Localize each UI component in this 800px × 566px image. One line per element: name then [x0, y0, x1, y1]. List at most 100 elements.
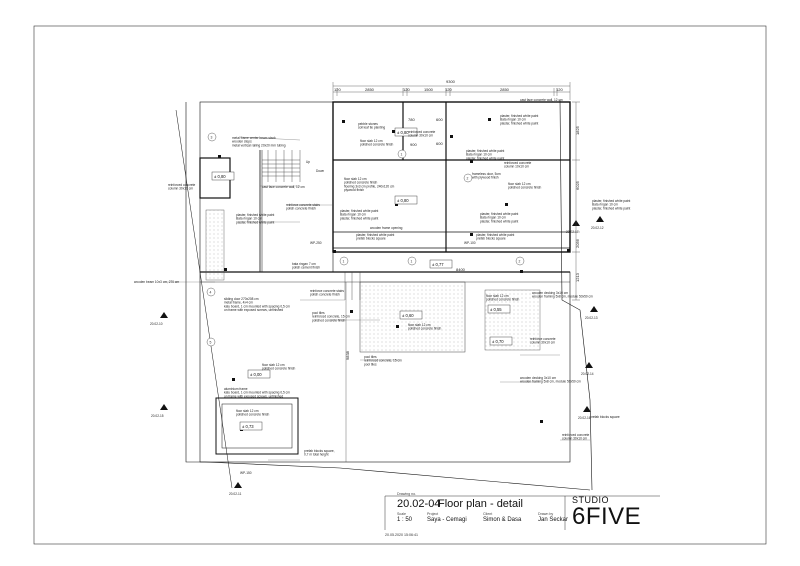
label-wp150: WP-150	[240, 471, 252, 475]
tb-client: Simon & Dasa	[483, 517, 522, 523]
dim-side-3: 1213	[575, 272, 580, 282]
tb-studio: STUDIO	[572, 495, 610, 505]
section-tags	[160, 216, 604, 488]
dimension-side	[345, 101, 580, 462]
grid-marker-0: 3	[211, 136, 213, 140]
dim-inner-3: 600	[436, 117, 443, 122]
tb-drawn-by: Jan Seckar	[538, 517, 569, 523]
label-prefab-right: prefab blocks square	[590, 415, 620, 419]
tb-project: Saya - Cemagi	[427, 517, 467, 523]
section-tag-0: 20.02-10	[150, 322, 163, 326]
section-tag-1: 20.02-11	[229, 492, 242, 496]
tb-client-label: Client	[483, 512, 493, 516]
tb-drawing-no: 20.02-04	[397, 498, 441, 510]
label-wooden-frame: wooden frame opening	[370, 226, 403, 230]
level-0: ± 0,80	[214, 174, 226, 179]
tb-scale-label: Scale	[397, 512, 406, 516]
level-7: ± 0,00	[250, 372, 262, 377]
dim-mid: 8400	[456, 267, 466, 272]
grid-marker-4: 1	[411, 260, 413, 264]
dim-top-5: 2850	[500, 87, 510, 92]
tb-scale: 1 : 50	[397, 517, 413, 523]
section-tag-5: 20.02-15	[151, 414, 164, 418]
tb-brand-logo: 6FIVE	[572, 503, 642, 530]
grid-marker-3: 1	[343, 260, 345, 264]
label-cast-face-mid: cast face concrete wall, 12 cm	[262, 185, 305, 189]
dim-inner-0: 780	[408, 117, 415, 122]
sheet-border	[33, 25, 767, 545]
label-wp250: WP-250	[310, 241, 322, 245]
label-down: Down	[316, 169, 324, 173]
tb-project-label: Project	[427, 512, 439, 516]
label-up: Up	[306, 160, 310, 164]
label-prefab: prefab blocks square,0,7 m total height	[304, 449, 335, 457]
section-tag-2: 20.02-12	[591, 226, 604, 230]
level-markers	[211, 127, 513, 431]
level-5: ± 0,55	[490, 307, 502, 312]
leader-lines	[165, 136, 590, 461]
level-2: ± 0,80	[397, 198, 409, 203]
title-block-frame	[384, 495, 660, 530]
section-tag-6: 20.02-16	[578, 416, 591, 420]
dim-inner-2: 900	[410, 142, 417, 147]
dim-overall: 9300	[446, 79, 456, 84]
label-wooden-beam: wooden beam 10x3 cm, 270 cm	[134, 280, 180, 284]
tb-drawing-no-label: Drawing no.	[397, 492, 417, 496]
level-8: ± 0,73	[242, 424, 254, 429]
level-1: ± 0,80	[397, 130, 409, 135]
dim-top-4: 120	[445, 87, 452, 92]
tb-title: Floor plan - detail	[438, 498, 523, 510]
dim-side-1: 6025	[575, 180, 580, 190]
dim-top-6: 120	[556, 87, 563, 92]
dim-top-2: 120	[403, 87, 410, 92]
level-3: ± 0,77	[432, 262, 444, 267]
dim-inner-1: 600	[436, 141, 443, 146]
tb-date: 20.05.2020 15:06:41	[385, 533, 418, 537]
dim-top-3: 1500	[424, 87, 434, 92]
label-cast-face-top: cast face concrete wall, 12 cm	[520, 98, 563, 102]
label-wp100: WP-100	[464, 241, 476, 245]
level-4: ± 0,60	[402, 313, 414, 318]
grid-marker-1: 4	[210, 291, 212, 295]
grid-markers	[206, 132, 525, 347]
section-tag-3: 20.02-13	[585, 316, 598, 320]
dim-top-0: 120	[334, 87, 341, 92]
grid-marker-7: 2	[467, 177, 469, 181]
dim-top-1: 2850	[365, 87, 375, 92]
tb-drawn-by-label: Drawn by	[538, 512, 554, 516]
grid-marker-5: 2	[519, 260, 521, 264]
grid-marker-2: 5	[210, 341, 212, 345]
dim-side-left: 9838	[345, 350, 350, 360]
dim-side-0: 1825	[575, 125, 580, 135]
